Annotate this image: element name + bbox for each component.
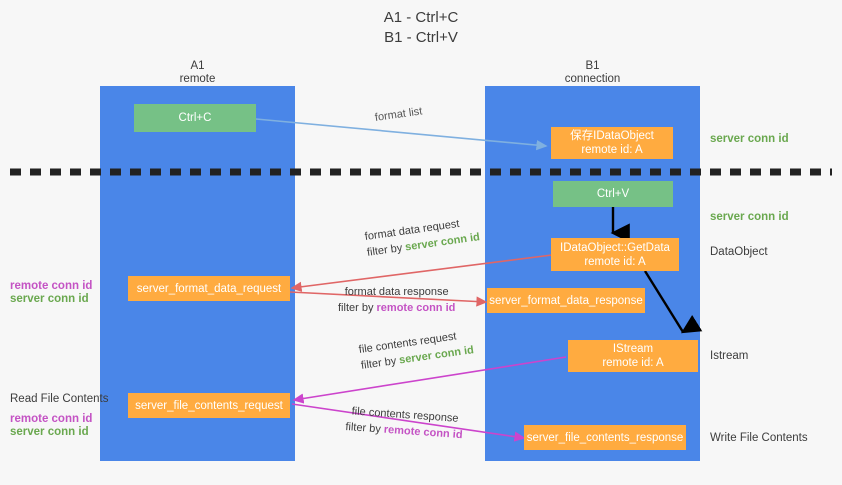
box-server-format-data-request-label: server_format_data_request: [136, 282, 282, 295]
label-server-conn-id-mid: server conn id: [710, 211, 789, 223]
box-ctrl-c-label: Ctrl+C: [178, 112, 212, 124]
annotation-format-data-request: format data request filter by server con…: [364, 213, 481, 261]
column-header-right: B1 connection: [485, 60, 700, 86]
annotation-file-contents-request: file contents request filter by server c…: [358, 326, 475, 374]
label-remote-conn-id-2: remote conn id: [10, 413, 93, 425]
box-idataobject-getdata[interactable]: IDataObject::GetData remote id: A: [551, 238, 679, 271]
label-write-file-contents: Write File Contents: [710, 432, 808, 444]
box-server-format-data-request[interactable]: server_format_data_request: [128, 276, 290, 301]
label-server-conn-id-1: server conn id: [10, 293, 89, 305]
annotation-fdres-line1: format data response: [344, 286, 449, 298]
box-save-idataobject-line2: remote id: A: [581, 144, 643, 156]
box-save-idataobject[interactable]: 保存IDataObject remote id: A: [551, 127, 673, 159]
column-right-role: connection: [564, 73, 621, 85]
box-getdata-line1: IDataObject::GetData: [560, 241, 670, 254]
column-header-left: A1 remote: [100, 60, 295, 86]
annotation-fdres-line2: filter by remote conn id: [338, 300, 455, 316]
box-save-idataobject-line1: 保存IDataObject: [570, 130, 654, 142]
annotation-fdres-value: remote conn id: [376, 302, 456, 314]
label-read-file-contents: Read File Contents: [10, 393, 109, 405]
label-server-conn-id-top: server conn id: [710, 133, 789, 145]
annotation-format-list: format list: [374, 104, 423, 125]
box-ctrl-c[interactable]: Ctrl+C: [134, 104, 256, 132]
annotation-fdres-prefix: filter by: [338, 302, 377, 314]
annotation-fcres-value: remote conn id: [383, 423, 463, 442]
annotation-fdreq-prefix: filter by: [366, 241, 407, 259]
title-line-1: A1 - Ctrl+C: [383, 9, 459, 26]
box-getdata-line2: remote id: A: [584, 255, 646, 268]
box-server-file-contents-response-label: server_file_contents_response: [526, 431, 684, 444]
annotation-file-contents-response: file contents response filter by remote …: [345, 403, 464, 443]
box-ctrl-v-label: Ctrl+V: [596, 188, 630, 200]
annotation-fcres-prefix: filter by: [345, 420, 385, 436]
label-dataobject: DataObject: [710, 246, 768, 258]
box-server-format-data-response[interactable]: server_format_data_response: [487, 288, 645, 313]
column-left-role: remote: [179, 73, 216, 85]
box-server-file-contents-response[interactable]: server_file_contents_response: [524, 425, 686, 450]
title-line-2: B1 - Ctrl+V: [384, 29, 458, 46]
label-remote-conn-id-1: remote conn id: [10, 280, 93, 292]
box-istream[interactable]: IStream remote id: A: [568, 340, 698, 372]
label-istream: Istream: [710, 350, 749, 362]
annotation-format-list-text: format list: [374, 105, 424, 124]
box-server-format-data-response-label: server_format_data_response: [489, 294, 643, 307]
diagram-title: A1 - Ctrl+C B1 - Ctrl+V: [0, 8, 842, 48]
label-server-conn-id-2: server conn id: [10, 426, 89, 438]
box-server-file-contents-request-label: server_file_contents_request: [135, 399, 283, 412]
column-right-name: B1: [585, 60, 600, 72]
column-left-name: A1: [190, 60, 205, 72]
box-istream-line1: IStream: [612, 343, 654, 355]
box-istream-line2: remote id: A: [602, 357, 664, 369]
box-server-file-contents-request[interactable]: server_file_contents_request: [128, 393, 290, 418]
annotation-format-data-response: format data response filter by remote co…: [338, 284, 455, 316]
annotation-fcreq-prefix: filter by: [360, 354, 401, 372]
box-ctrl-v[interactable]: Ctrl+V: [553, 181, 673, 207]
